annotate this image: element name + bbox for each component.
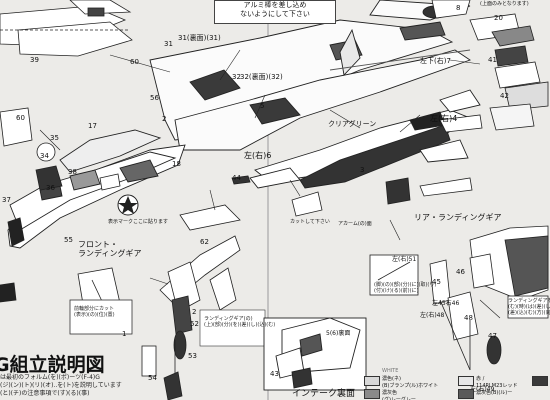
part-number: 20 <box>494 14 503 22</box>
top-note-box: アルミ棒を差し込め ないようにして下さい <box>214 0 336 24</box>
roundel-emblem <box>117 194 139 216</box>
lower-fuselage <box>7 129 186 249</box>
callout-canopy: アカーム(の)面 <box>338 221 372 227</box>
part-number: 60 <box>16 114 25 122</box>
legend-label-2: 赤 / 114RLM23レッド <box>476 376 518 389</box>
intro-line-2: (ジ)(ン)(ト)(リ)(オ)..を(ト)を説明しています <box>0 382 122 389</box>
callout-32: 32(裏面)(32) <box>240 73 283 81</box>
part-number: 18 <box>172 160 181 168</box>
right-small-parts <box>419 0 549 197</box>
callout-mark: 表示マークここに貼ります <box>108 219 169 225</box>
callout-gear-45: 左45右46 <box>432 300 460 307</box>
callout-left-right-4: 左(右)4 <box>430 114 458 123</box>
part-number: 38 <box>68 168 77 176</box>
legend-label-4: 濃灰色 (グ)レーグレー <box>382 390 416 400</box>
top-note-line-2: ないようにして下さい <box>240 10 310 18</box>
callout-left-right-6: 左(右)6 <box>244 151 272 160</box>
legend-header: WHITE <box>382 368 399 374</box>
legend-swatch-5 <box>458 389 474 399</box>
callout-clear-green: クリアグリーン <box>328 120 377 128</box>
part-number: 54 <box>148 374 157 382</box>
box-note: (脚)(の)(部)(分)(に)(取)(り) (付)(け)(る)(前)(に) <box>374 282 437 294</box>
legend-label-5: 濃灰色(B)(ル)ー <box>476 390 513 396</box>
part-number: 43 <box>270 370 279 378</box>
sheet-title: G組立説明図 <box>0 354 105 376</box>
front-gear-title: フロント・ ランディングギア <box>78 240 142 258</box>
part-number: 44 <box>232 174 241 182</box>
part-number: 60 <box>130 58 139 66</box>
callout-left-upper: 左下(右)7 <box>420 57 451 65</box>
part-number: 37 <box>2 196 11 204</box>
part-number: 62 <box>200 238 209 246</box>
right-fuselage <box>249 89 481 189</box>
intro-line-1: は最初のフォルム(を)(ポ)ーツ(F-4)G <box>0 374 100 381</box>
callout-gear-49: 左(右)49 <box>470 386 495 393</box>
legend-swatch-1 <box>364 376 380 386</box>
part-number: 3 <box>360 166 365 174</box>
landing-note: ランディングギア(の) (上)(部)(分)(を)(差)(し)(込)(む) <box>204 316 276 328</box>
legend-label-1: 濃色(ネ) (B)ブランプ(ル)ホワイト <box>382 376 439 389</box>
intro-line-3: (と)(チ)の注意事項で(す)(る)(事) <box>0 390 90 397</box>
legend-swatch-3 <box>532 376 548 386</box>
part-number: 32 <box>232 73 241 81</box>
part-number: 52 <box>190 320 199 328</box>
part-number: 35 <box>50 134 59 142</box>
part-number: 46 <box>456 268 465 276</box>
part-number: 5 <box>260 102 265 110</box>
rear-gear-header: リア・ランディングギア <box>414 213 502 222</box>
rear-gear-note: ランディングギアを(差)(し)(込) (む)(時)(は)(差)(し)(込)(み)… <box>508 298 550 316</box>
mid-parts <box>0 107 411 303</box>
leader-lines <box>39 49 501 319</box>
legend-swatch-4 <box>364 389 380 399</box>
part-number: 41 <box>488 56 497 64</box>
front-gear-header: フロント・ ランディングギア <box>78 240 148 258</box>
front-decal-note: 前輪部分にカット (表示)(の)(位)(置) <box>74 306 115 318</box>
callout-31: 31(裏面)(31) <box>178 34 221 42</box>
part-number: 39 <box>30 56 39 64</box>
rear-gear-diagram <box>369 225 549 371</box>
part-number: 2 <box>162 115 167 123</box>
top-left-wing-parts <box>0 0 133 57</box>
part-number: 36 <box>46 184 55 192</box>
part-number: 1 <box>122 330 127 338</box>
part-number: 47 <box>488 332 497 340</box>
intake-diagram <box>263 317 367 391</box>
callout-intake-part: 5(6)裏面 <box>326 330 351 337</box>
intro-text: は最初のフォルム(を)(ポ)ーツ(F-4)G (ジ)(ン)(ト)(リ)(オ)..… <box>0 374 122 398</box>
part-number: 2 <box>192 308 197 316</box>
paint-legend: WHITE 濃色(ネ) (B)ブランプ(ル)ホワイト 赤 / 114RLM23レ… <box>362 368 550 400</box>
main-fuselage-top <box>149 0 471 151</box>
part-number: 8 <box>456 4 461 12</box>
part-number: 45 <box>432 278 441 286</box>
part-number: 53 <box>188 352 197 360</box>
callout-left-wing: 左(右)51 <box>392 256 417 263</box>
part-number: 31 <box>164 40 173 48</box>
callout-cut: カットして下さい <box>290 219 330 225</box>
top-right-note: (上面のみとなります) <box>480 1 529 7</box>
part-number: 17 <box>88 122 97 130</box>
front-decal-box <box>69 299 133 335</box>
part-number: 42 <box>500 92 509 100</box>
part-number: 56 <box>150 94 159 102</box>
callout-gear-48: 左(右)48 <box>420 312 445 319</box>
top-note-line-1: アルミ棒を差し込め <box>243 1 307 9</box>
intake-header: インテーク裏面 <box>292 389 356 399</box>
part-number: 34 <box>40 152 49 160</box>
legend-swatch-2 <box>458 376 474 386</box>
part-number: 55 <box>64 236 73 244</box>
part-number: 48 <box>464 314 473 322</box>
